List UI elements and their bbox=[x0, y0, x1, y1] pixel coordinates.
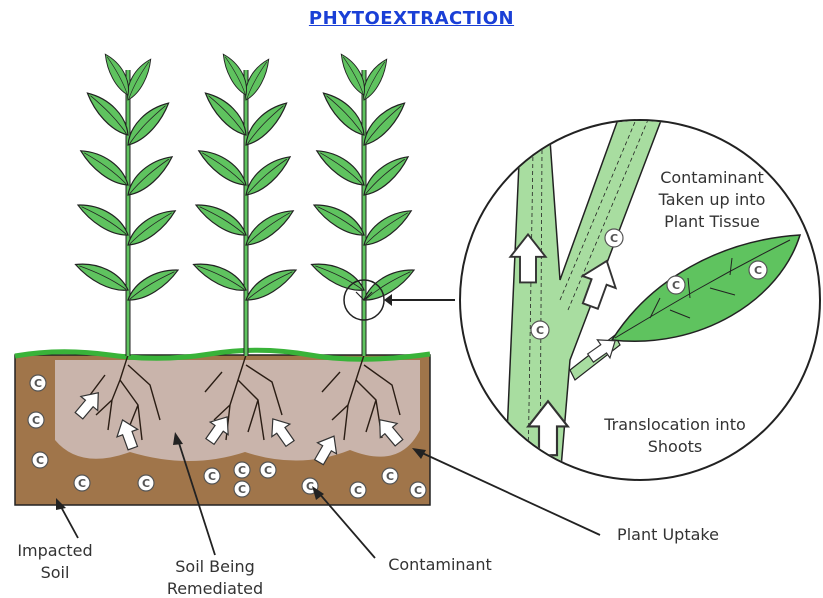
label-impacted-soil-2: Soil bbox=[41, 563, 70, 582]
svg-text:C: C bbox=[238, 464, 246, 477]
contaminant-marker: C bbox=[204, 468, 220, 484]
contaminant-marker: C bbox=[605, 229, 623, 247]
contaminant-marker: C bbox=[749, 261, 767, 279]
label-contaminant: Contaminant bbox=[388, 555, 492, 574]
svg-text:C: C bbox=[754, 264, 762, 277]
svg-text:C: C bbox=[32, 414, 40, 427]
svg-text:C: C bbox=[142, 477, 150, 490]
svg-text:C: C bbox=[34, 377, 42, 390]
plant-1 bbox=[72, 51, 182, 356]
label-impacted-soil-1: Impacted bbox=[17, 541, 92, 560]
label-translocation-1: Translocation into bbox=[603, 415, 746, 434]
label-translocation-2: Shoots bbox=[648, 437, 702, 456]
svg-text:C: C bbox=[238, 483, 246, 496]
svg-text:C: C bbox=[610, 232, 618, 245]
label-uptake-2: Taken up into bbox=[658, 190, 766, 209]
svg-text:C: C bbox=[208, 470, 216, 483]
svg-text:C: C bbox=[36, 454, 44, 467]
svg-text:C: C bbox=[306, 480, 314, 493]
contaminant-marker: C bbox=[30, 375, 46, 391]
label-plant-uptake: Plant Uptake bbox=[617, 525, 719, 544]
contaminant-marker: C bbox=[28, 412, 44, 428]
contaminant-marker: C bbox=[350, 482, 366, 498]
svg-text:C: C bbox=[672, 279, 680, 292]
plants bbox=[72, 51, 418, 356]
label-soil-remediated-1: Soil Being bbox=[175, 557, 254, 576]
svg-text:C: C bbox=[414, 484, 422, 497]
remediated-zone bbox=[55, 360, 420, 461]
contaminant-marker: C bbox=[410, 482, 426, 498]
svg-text:C: C bbox=[78, 477, 86, 490]
contaminant-marker: C bbox=[531, 321, 549, 339]
svg-text:C: C bbox=[264, 464, 272, 477]
contaminant-marker: C bbox=[32, 452, 48, 468]
label-uptake-3: Plant Tissue bbox=[664, 212, 760, 231]
svg-text:C: C bbox=[386, 470, 394, 483]
contaminant-marker: C bbox=[234, 462, 250, 478]
svg-text:C: C bbox=[536, 324, 544, 337]
contaminant-marker: C bbox=[74, 475, 90, 491]
zoom-detail: C C C C Contaminant Taken up into Plant … bbox=[460, 100, 820, 480]
contaminant-marker: C bbox=[667, 276, 685, 294]
label-soil-remediated-2: Remediated bbox=[167, 579, 263, 598]
plant-3 bbox=[308, 51, 418, 356]
label-uptake-1: Contaminant bbox=[660, 168, 764, 187]
plant-2 bbox=[190, 51, 300, 356]
contaminant-marker: C bbox=[138, 475, 154, 491]
svg-text:C: C bbox=[354, 484, 362, 497]
contaminant-marker: C bbox=[260, 462, 276, 478]
contaminant-marker: C bbox=[234, 481, 250, 497]
contaminant-marker: C bbox=[382, 468, 398, 484]
